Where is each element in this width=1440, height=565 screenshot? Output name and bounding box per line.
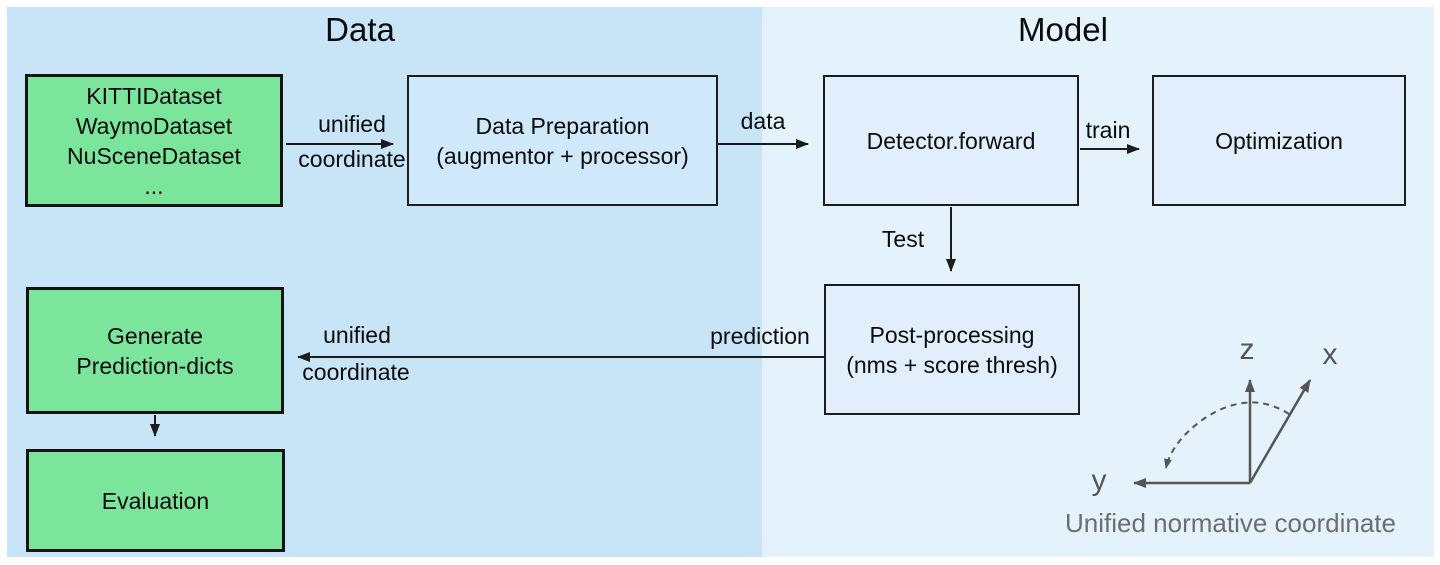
evaluation-title: Evaluation (101, 487, 210, 514)
datasets-line: ... (144, 172, 164, 199)
x-axis-label: x (1322, 338, 1338, 371)
generate-line: Generate (107, 322, 203, 349)
z-axis-label: z (1239, 333, 1255, 366)
unified-normative-coordinate-caption: Unified normative coordinate (1065, 508, 1396, 538)
prediction-arrow-label: prediction (710, 323, 810, 349)
data-preparation-subtitle: (augmentor + processor) (436, 142, 689, 169)
model-region-title: Model (1018, 11, 1108, 48)
datasets-line: NuSceneDataset (67, 142, 241, 169)
post-processing-subtitle: (nms + score thresh) (846, 351, 1058, 378)
datasets-line: WaymoDataset (75, 112, 233, 139)
data-preparation-title: Data Preparation (475, 112, 650, 139)
y-axis-label: y (1091, 464, 1107, 497)
detector-forward-title: Detector.forward (866, 127, 1036, 154)
test-arrow-label: Test (881, 226, 925, 252)
unified-coordinate-label-top-line1: unified (318, 111, 386, 137)
data-preparation-box: Data Preparation (augmentor + processor) (407, 75, 718, 206)
datasets-box: KITTIDataset WaymoDataset NuSceneDataset… (25, 74, 283, 207)
data-region-title: Data (325, 11, 395, 48)
evaluation-box: Evaluation (26, 449, 285, 552)
train-arrow-label: train (1085, 117, 1131, 143)
detector-forward-box: Detector.forward (823, 75, 1079, 206)
datasets-line: KITTIDataset (86, 82, 222, 109)
post-processing-box: Post-processing (nms + score thresh) (824, 284, 1080, 415)
generate-line: Prediction-dicts (76, 352, 234, 379)
unified-coordinate-label-bottom-line2: coordinate (302, 359, 410, 385)
optimization-box: Optimization (1152, 75, 1406, 206)
optimization-title: Optimization (1215, 127, 1343, 154)
post-processing-title: Post-processing (869, 321, 1035, 348)
unified-coordinate-label-bottom-line1: unified (323, 322, 391, 348)
unified-coordinate-label-top-line2: coordinate (298, 146, 406, 172)
data-arrow-label: data (740, 108, 786, 134)
generate-prediction-dicts-box: Generate Prediction-dicts (26, 287, 284, 414)
